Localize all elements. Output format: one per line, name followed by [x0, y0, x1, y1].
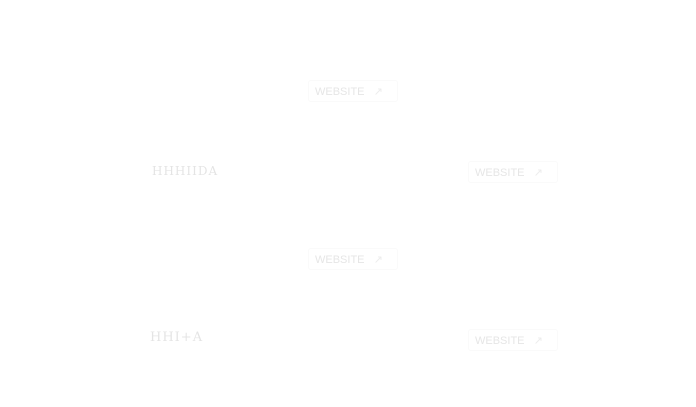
website-button-2[interactable]: WEBSITE ↗	[468, 161, 558, 183]
external-link-icon: ↗	[373, 254, 383, 266]
partner-row-2: HHHIIDA WEBSITE ↗	[0, 142, 696, 202]
website-button-3[interactable]: WEBSITE ↗	[308, 248, 398, 270]
partner-logo: HHHIIDA	[152, 164, 219, 178]
external-link-icon: ↗	[373, 86, 383, 98]
website-button-label: WEBSITE	[475, 335, 525, 347]
website-button-1[interactable]: WEBSITE ↗	[308, 80, 398, 102]
website-button-4[interactable]: WEBSITE ↗	[468, 329, 558, 351]
external-link-icon: ↗	[533, 335, 543, 347]
website-button-label: WEBSITE	[315, 254, 365, 266]
partner-logo: HHI+A	[150, 330, 204, 345]
website-button-label: WEBSITE	[315, 86, 365, 98]
website-button-label: WEBSITE	[475, 167, 525, 179]
partner-row-1: WEBSITE ↗	[0, 62, 696, 122]
external-link-icon: ↗	[533, 167, 543, 179]
partner-row-4: HHI+A WEBSITE ↗	[0, 310, 696, 370]
partner-row-3: WEBSITE ↗	[0, 230, 696, 290]
